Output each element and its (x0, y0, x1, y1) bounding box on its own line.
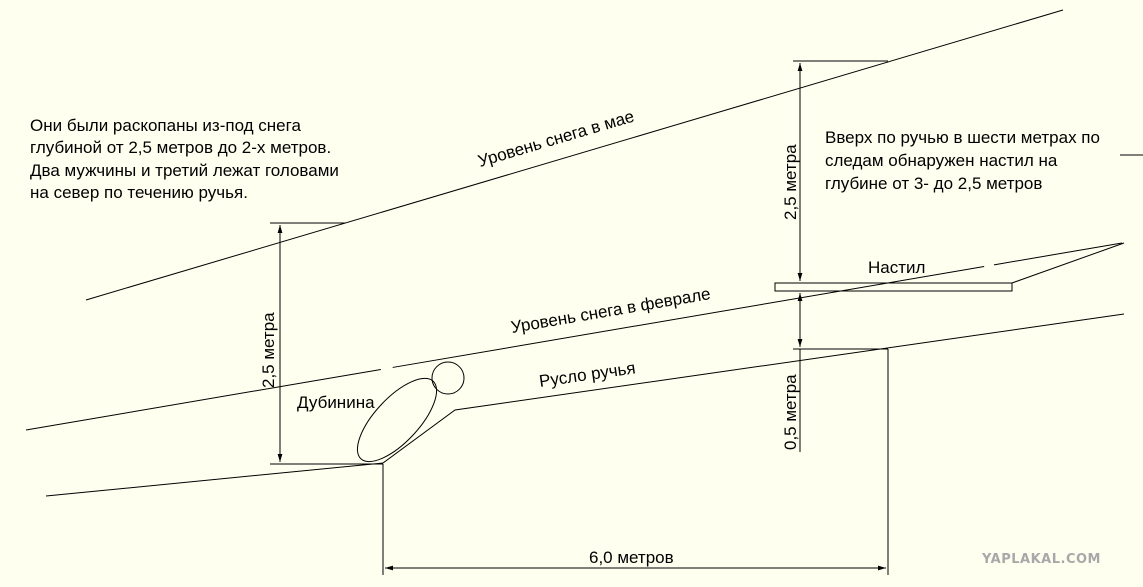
dim-left-height-label: 2,5 метра (259, 312, 278, 388)
left-note-line-3: Два мужчины и третий лежат головами (30, 161, 339, 180)
label-snow-level-may: Уровень снега в мае (476, 107, 637, 171)
snow-level-may-line (85, 9, 1064, 301)
dim-horizontal-distance-label: 6,0 метров (589, 548, 674, 567)
dim-right-top-height-label: 2,5 метра (781, 144, 800, 220)
right-note-line-1: Вверх по ручью в шести метрах по (825, 128, 1100, 147)
right-slope-line (1011, 242, 1125, 284)
label-dubinina: Дубинина (297, 393, 375, 412)
dubinina-body (356, 377, 438, 463)
right-note-line-2: следам обнаружен настил на (825, 151, 1058, 170)
dim-right-bottom-height-label: 0,5 метра (781, 374, 800, 450)
left-note-line-1: Они были раскопаны из-под снега (30, 116, 301, 135)
left-note-line-2: глубиной от 2,5 метров до 2-х метров. (30, 138, 331, 157)
nastil-rectangle (774, 282, 1013, 292)
label-nastil: Настил (868, 258, 925, 277)
dubinina-head (431, 361, 465, 395)
stream-bed-line (45, 313, 1125, 497)
left-note-line-4: на север по течению ручья. (30, 183, 248, 202)
snow-level-february-line (25, 242, 1123, 431)
watermark: YAPLAKAL.COM (981, 552, 1101, 567)
label-snow-level-february: Уровень снега в феврале (509, 284, 711, 337)
right-note-line-3: глубине от 3- до 2,5 метров (825, 174, 1042, 193)
